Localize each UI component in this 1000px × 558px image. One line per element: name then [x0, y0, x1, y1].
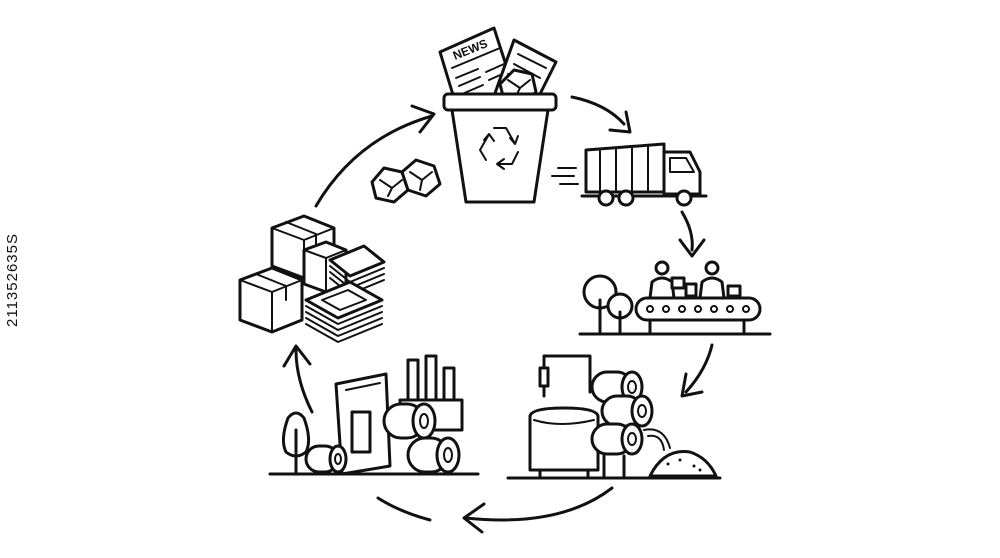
paper-machine-icon	[268, 354, 480, 476]
paper-products-icon	[238, 214, 386, 343]
worker-icon	[648, 260, 686, 300]
cardboard-box-icon	[238, 266, 304, 334]
cycle-arrow-icon	[678, 210, 706, 258]
worker-icon	[698, 260, 726, 300]
paper-stack-icon	[328, 244, 386, 295]
tree-icon	[582, 274, 634, 336]
paper-roll-icon	[382, 402, 437, 440]
cycle-arrow-icon	[314, 104, 436, 208]
crumpled-paper-icon	[370, 158, 442, 204]
cardboard-box-icon	[302, 240, 348, 294]
paper-stack-icon	[304, 280, 384, 343]
sorting-conveyor-icon	[578, 260, 772, 336]
recycle-symbol-icon	[479, 127, 519, 170]
tree-icon	[281, 411, 311, 476]
cycle-arrow-icon	[680, 343, 714, 398]
recycling-bin-icon: NEWS	[438, 26, 558, 204]
garbage-truck-icon	[551, 142, 708, 207]
paper-roll-icon	[406, 436, 461, 474]
stock-image-id: 211352635S	[4, 233, 21, 327]
pulp-mill-icon	[506, 354, 722, 480]
cycle-arrow-icon	[570, 95, 632, 134]
paper-roll-icon	[590, 422, 644, 456]
cycle-arrow-icon	[462, 486, 614, 534]
paper-roll-icon	[304, 444, 348, 474]
cycle-arrow-icon	[282, 344, 314, 414]
paper-roll-icon	[600, 394, 654, 428]
cycle-arrow-icon	[376, 496, 432, 522]
